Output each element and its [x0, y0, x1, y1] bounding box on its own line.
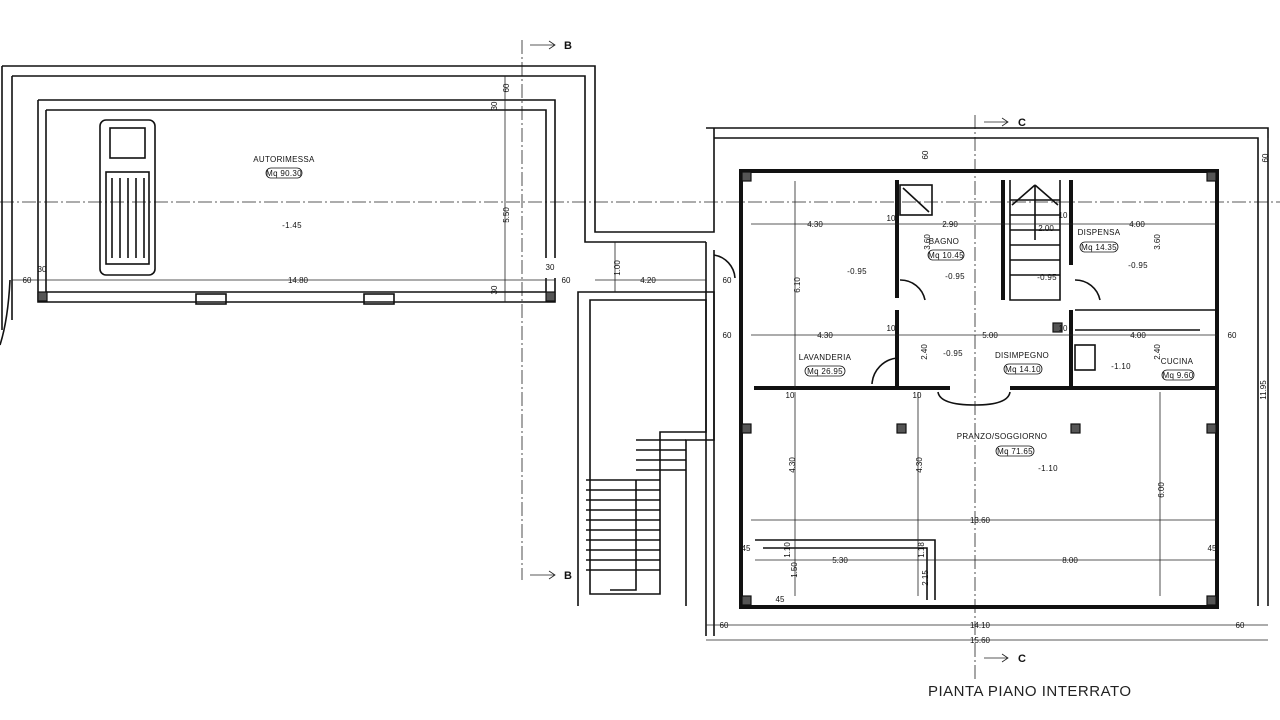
svg-text:DISIMPEGNO: DISIMPEGNO	[995, 351, 1049, 360]
columns	[37, 171, 1217, 606]
room-cucina: CUCINA Mq 9.60	[1161, 357, 1195, 381]
plan-title: PIANTA PIANO INTERRATO	[928, 683, 1132, 700]
room-scala: -0.95	[1037, 273, 1057, 282]
external-stair	[577, 291, 715, 606]
svg-text:5.30: 5.30	[832, 556, 848, 565]
svg-text:5.50: 5.50	[502, 207, 511, 223]
svg-text:30: 30	[490, 285, 499, 294]
svg-text:-0.95: -0.95	[847, 267, 867, 276]
svg-text:60: 60	[921, 150, 930, 159]
svg-text:60: 60	[1228, 331, 1237, 340]
svg-text:10: 10	[1059, 324, 1068, 333]
svg-text:10: 10	[887, 324, 896, 333]
car-icon	[99, 119, 156, 276]
svg-text:Mq 14.35: Mq 14.35	[1081, 243, 1117, 252]
svg-text:3.60: 3.60	[923, 234, 932, 250]
svg-text:14.80: 14.80	[288, 276, 309, 285]
svg-text:60: 60	[1236, 621, 1245, 630]
svg-text:2.90: 2.90	[942, 220, 958, 229]
svg-text:60: 60	[723, 276, 732, 285]
svg-text:-1.10: -1.10	[1038, 464, 1058, 473]
svg-text:Mq 14.10: Mq 14.10	[1005, 365, 1041, 374]
svg-text:10: 10	[913, 391, 922, 400]
svg-text:60: 60	[723, 331, 732, 340]
svg-text:4.00: 4.00	[1130, 331, 1146, 340]
svg-text:45: 45	[1208, 544, 1217, 553]
svg-text:6.00: 6.00	[1157, 482, 1166, 498]
svg-text:PRANZO/SOGGIORNO: PRANZO/SOGGIORNO	[957, 432, 1048, 441]
svg-text:-0.95: -0.95	[1037, 273, 1057, 282]
room-lavanderia: LAVANDERIA Mq 26.95 -0.95	[799, 349, 963, 377]
section-markers: B B C C	[530, 40, 1026, 665]
svg-text:-1.10: -1.10	[1111, 362, 1131, 371]
svg-text:60: 60	[23, 276, 32, 285]
svg-text:4.30: 4.30	[817, 331, 833, 340]
svg-text:5.00: 5.00	[982, 331, 998, 340]
svg-text:30: 30	[38, 265, 47, 274]
svg-text:10: 10	[786, 391, 795, 400]
svg-text:60: 60	[502, 83, 511, 92]
svg-text:1.10: 1.10	[783, 542, 792, 558]
svg-text:B: B	[564, 570, 572, 582]
svg-text:-1.45: -1.45	[282, 221, 302, 230]
room-bagno: BAGNO Mq 10.45 -0.95	[927, 237, 965, 281]
room-dispensa: DISPENSA Mq 14.35 -0.95	[1078, 228, 1148, 270]
svg-text:11.95: 11.95	[1259, 380, 1268, 400]
svg-text:8.00: 8.00	[1062, 556, 1078, 565]
room-disimpegno: DISIMPEGNO Mq 14.10 -1.10	[995, 351, 1131, 375]
svg-text:C: C	[1018, 653, 1026, 665]
svg-text:2.00: 2.00	[1038, 224, 1054, 233]
svg-text:10: 10	[1059, 211, 1068, 220]
room-autorimessa: AUTORIMESSA Mq 90.30 -1.45	[253, 155, 315, 230]
svg-text:2.40: 2.40	[1153, 344, 1162, 360]
axis-lines	[0, 40, 1280, 680]
garage-walls	[0, 65, 715, 346]
svg-text:Mq 10.45: Mq 10.45	[928, 251, 964, 260]
svg-text:1.00: 1.00	[613, 260, 622, 276]
svg-text:3.60: 3.60	[1153, 234, 1162, 250]
svg-text:60: 60	[1261, 153, 1270, 162]
svg-text:CUCINA: CUCINA	[1161, 357, 1194, 366]
dimension-labels: 14.80 5.50 60 30 60 30 30 30 60 1.00 4.2…	[23, 83, 1270, 645]
svg-text:LAVANDERIA: LAVANDERIA	[799, 353, 852, 362]
svg-text:13.60: 13.60	[970, 516, 991, 525]
svg-text:6.10: 6.10	[793, 277, 802, 293]
svg-text:Mq 9.60: Mq 9.60	[1162, 371, 1193, 380]
svg-text:4.20: 4.20	[640, 276, 656, 285]
svg-text:2.40: 2.40	[920, 344, 929, 360]
svg-text:Mq 26.95: Mq 26.95	[807, 367, 843, 376]
svg-text:1.50: 1.50	[790, 562, 799, 578]
svg-text:45: 45	[776, 595, 785, 604]
svg-text:B: B	[564, 40, 572, 52]
svg-text:-0.95: -0.95	[945, 272, 965, 281]
svg-text:4.00: 4.00	[1129, 220, 1145, 229]
svg-text:45: 45	[742, 544, 751, 553]
svg-text:DISPENSA: DISPENSA	[1078, 228, 1121, 237]
svg-text:14.10: 14.10	[970, 621, 991, 630]
dimension-lines	[12, 76, 1269, 641]
svg-text:4.30: 4.30	[807, 220, 823, 229]
room-lavanderia-north: -0.95	[847, 267, 867, 276]
svg-text:Mq 90.30: Mq 90.30	[266, 169, 302, 178]
svg-text:Mq 71.65: Mq 71.65	[997, 447, 1033, 456]
svg-text:2.15: 2.15	[921, 570, 930, 586]
svg-text:30: 30	[546, 263, 555, 272]
svg-text:60: 60	[720, 621, 729, 630]
svg-text:4.30: 4.30	[915, 457, 924, 473]
svg-text:4.30: 4.30	[788, 457, 797, 473]
svg-text:60: 60	[562, 276, 571, 285]
svg-text:-0.95: -0.95	[943, 349, 963, 358]
svg-text:15.60: 15.60	[970, 636, 991, 645]
svg-text:BAGNO: BAGNO	[929, 237, 959, 246]
svg-text:1.18: 1.18	[917, 542, 926, 558]
svg-text:AUTORIMESSA: AUTORIMESSA	[253, 155, 315, 164]
room-pranzo-soggiorno: PRANZO/SOGGIORNO Mq 71.65 -1.10	[957, 432, 1058, 473]
svg-text:10: 10	[887, 214, 896, 223]
svg-text:-0.95: -0.95	[1128, 261, 1148, 270]
svg-text:C: C	[1018, 117, 1026, 129]
svg-text:30: 30	[490, 101, 499, 110]
